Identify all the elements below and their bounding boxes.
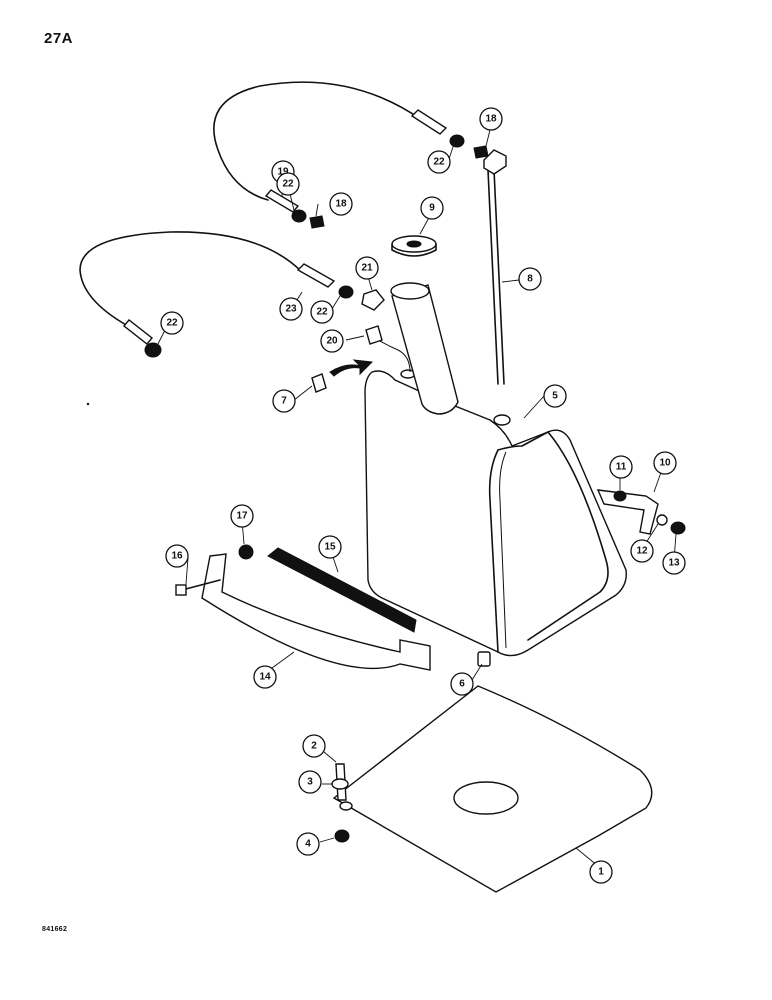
- fittings: [309, 145, 489, 393]
- drain-plug: [477, 651, 491, 667]
- hose-nuts: [144, 134, 465, 358]
- callout-21: 21: [355, 256, 379, 280]
- svg-text:4: 4: [305, 839, 311, 850]
- fuel-tank: [364, 369, 627, 657]
- svg-text:11: 11: [616, 462, 627, 473]
- svg-text:20: 20: [326, 336, 338, 347]
- filler-cap: [391, 235, 437, 257]
- svg-text:2: 2: [311, 741, 317, 752]
- svg-text:5: 5: [552, 391, 558, 402]
- callout-16: 16: [165, 544, 189, 568]
- callout-10: 10: [653, 451, 677, 475]
- svg-text:1: 1: [598, 867, 604, 878]
- skid-plate: [331, 685, 653, 893]
- svg-text:22: 22: [433, 157, 445, 168]
- drawing-code: 841662: [42, 926, 68, 933]
- callout-3: 3: [298, 770, 322, 794]
- dipstick: [483, 149, 507, 385]
- svg-text:10: 10: [659, 458, 671, 469]
- callout-13: 13: [662, 551, 686, 575]
- hose-sleeves: [123, 109, 448, 345]
- callout-15: 15: [318, 535, 342, 559]
- callout-4: 4: [296, 832, 320, 856]
- svg-text:7: 7: [281, 396, 287, 407]
- callout-18-lower: 18: [329, 192, 353, 216]
- svg-text:6: 6: [459, 679, 465, 690]
- callout-1: 1: [589, 860, 613, 884]
- callout-22-middle: 22: [276, 172, 300, 196]
- svg-text:9: 9: [429, 203, 435, 214]
- svg-text:16: 16: [171, 551, 183, 562]
- svg-text:13: 13: [668, 558, 680, 569]
- page-label: 27A: [44, 30, 74, 47]
- callout-11: 11: [609, 455, 633, 479]
- svg-text:19: 19: [277, 167, 289, 178]
- callout-18-upper: 18: [479, 107, 503, 131]
- callout-7: 7: [272, 389, 296, 413]
- callout-23: 23: [279, 297, 303, 321]
- svg-text:15: 15: [324, 542, 336, 553]
- callout-22-upper: 22: [427, 150, 451, 174]
- callout-22-left: 22: [160, 311, 184, 335]
- svg-text:21: 21: [361, 263, 373, 274]
- svg-text:18: 18: [335, 199, 347, 210]
- callout-2: 2: [302, 734, 326, 758]
- svg-text:22: 22: [316, 307, 328, 318]
- callout-8: 8: [518, 267, 542, 291]
- svg-text:22: 22: [282, 179, 294, 190]
- callout-5: 5: [543, 384, 567, 408]
- svg-text:8: 8: [527, 274, 533, 285]
- svg-text:18: 18: [485, 114, 497, 125]
- svg-text:23: 23: [285, 304, 297, 315]
- stray-mark: [86, 402, 90, 406]
- callout-20: 20: [320, 329, 344, 353]
- callout-12: 12: [630, 539, 654, 563]
- svg-text:14: 14: [259, 672, 271, 683]
- mounting-bracket: [596, 489, 686, 535]
- callout-22-center: 22: [310, 300, 334, 324]
- svg-text:17: 17: [236, 511, 248, 522]
- svg-text:3: 3: [307, 777, 313, 788]
- svg-text:22: 22: [166, 318, 178, 329]
- tank-strap: [175, 544, 431, 671]
- callout-6: 6: [450, 672, 474, 696]
- filler-neck: [390, 282, 459, 415]
- svg-text:12: 12: [636, 546, 648, 557]
- callout-9: 9: [420, 196, 444, 220]
- callout-14: 14: [253, 665, 277, 689]
- callout-17: 17: [230, 504, 254, 528]
- rubber-strip: [267, 547, 417, 633]
